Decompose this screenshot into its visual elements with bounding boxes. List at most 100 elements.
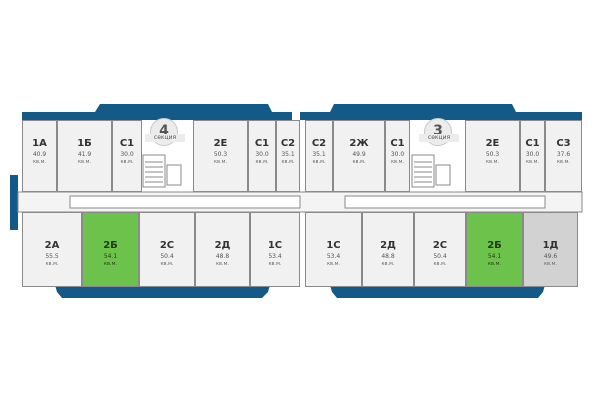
apartment-unit: кв.м. — [281, 159, 295, 165]
apartment-unit: кв.м. — [433, 261, 447, 267]
apartment-area: 30.0 — [120, 151, 134, 158]
section-number: 3 — [433, 123, 443, 139]
apartment-area: 50.4 — [160, 253, 174, 260]
apartment-code: С1 — [254, 138, 270, 149]
corridor-inner-left — [69, 195, 301, 209]
apartment-code: 2С — [432, 240, 448, 251]
apartment-area: 41.9 — [77, 151, 92, 158]
apartment-code: 1С — [267, 240, 283, 251]
apartment-area: 40.9 — [32, 151, 47, 158]
apartment-area: 30.0 — [525, 151, 540, 158]
apartment-code: 2Б — [487, 240, 502, 251]
corridor-inner-right — [344, 195, 546, 209]
apartment-unit: кв.м. — [486, 159, 499, 165]
apartment-area: 53.4 — [268, 253, 282, 260]
apartment-area: 35.1 — [312, 151, 326, 158]
top-wall-left — [22, 104, 292, 120]
apartment-unit: кв.м. — [216, 261, 229, 267]
apartment-area: 53.4 — [326, 253, 341, 260]
apartment-unit: кв.м. — [312, 159, 326, 165]
apartment-unit: кв.м. — [33, 159, 46, 165]
apartment-code: 2Д — [380, 240, 396, 251]
apartment-unit: кв.м. — [352, 159, 366, 165]
apartment-unit: кв.м. — [557, 159, 570, 165]
bottom-wall-left — [55, 285, 270, 298]
apartment-area: 49.6 — [543, 253, 558, 260]
apartment-area: 37.6 — [556, 151, 571, 158]
apartment-area: 35.1 — [281, 151, 295, 158]
apartment-code: С2 — [311, 138, 327, 149]
bottom-wall-right — [330, 285, 545, 298]
apartment-code: 2А — [44, 240, 60, 251]
apartment-code: 1С — [326, 240, 341, 251]
section-badge-3: 3 секция — [419, 118, 459, 146]
section-badge-4: 4 секция — [145, 118, 185, 146]
apartment-unit: кв.м. — [255, 159, 269, 165]
apartment-area: 48.8 — [215, 253, 230, 260]
apartment-code: С1 — [525, 138, 540, 149]
apartment-unit: кв.м. — [544, 261, 557, 267]
apartment-area: 55.5 — [45, 253, 59, 260]
apartment-area: 54.1 — [487, 253, 502, 260]
apartment-code: С3 — [556, 138, 571, 149]
section-label: секция — [419, 134, 459, 142]
apartment-unit: кв.м. — [391, 159, 404, 165]
apartment-code: 1Б — [77, 138, 92, 149]
apartment-code: 1Д — [542, 240, 559, 251]
apartment-code: С2 — [280, 138, 296, 149]
apartment-area: 49.9 — [352, 151, 366, 158]
apartment-unit: кв.м. — [268, 261, 282, 267]
apartment-unit: кв.м. — [120, 159, 134, 165]
apartment-unit: кв.м. — [327, 261, 340, 267]
apartment-unit: кв.м. — [526, 159, 539, 165]
apartment-code: 2Б — [103, 240, 118, 251]
stairwell-section-4 — [142, 154, 182, 188]
apartment-unit: кв.м. — [160, 261, 174, 267]
apartment-unit: кв.м. — [45, 261, 59, 267]
section-number: 4 — [159, 123, 169, 139]
apartment-unit: кв.м. — [381, 261, 395, 267]
apartment-area: 50.3 — [213, 151, 228, 158]
apartment-area: 48.8 — [381, 253, 395, 260]
apartment-code: 2Ж — [349, 138, 369, 149]
apartment-area: 30.0 — [255, 151, 269, 158]
apartment-unit: кв.м. — [78, 159, 91, 165]
apartment-code: 2Е — [213, 138, 228, 149]
top-wall-right — [300, 104, 582, 120]
apartment-code: 2Е — [485, 138, 500, 149]
apartment-code: 2Д — [214, 240, 231, 251]
left-side-wall — [10, 175, 18, 230]
apartment-code: С1 — [119, 138, 135, 149]
apartment-unit: кв.м. — [214, 159, 227, 165]
apartment-area: 50.3 — [485, 151, 500, 158]
apartment-area: 54.1 — [103, 253, 118, 260]
section-label: секция — [145, 134, 185, 142]
apartment-area: 50.4 — [433, 253, 447, 260]
apartment-code: С1 — [390, 138, 405, 149]
apartment-unit: кв.м. — [104, 261, 117, 267]
stairwell-section-3 — [411, 154, 451, 188]
